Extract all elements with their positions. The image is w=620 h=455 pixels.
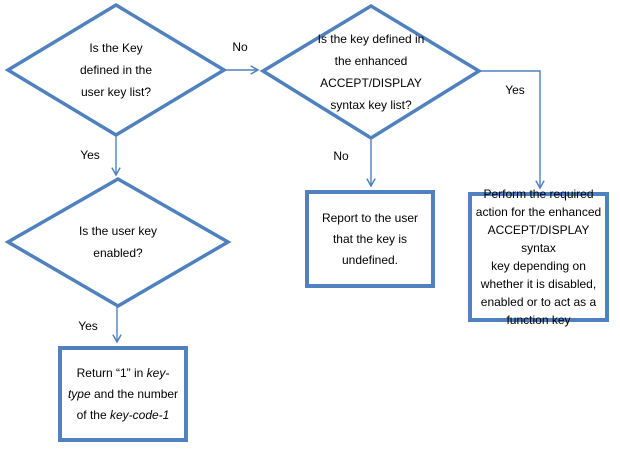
edge-label-yes-left: Yes	[80, 148, 100, 162]
process-report-undefined-box: Report to the user that the key is undef…	[305, 190, 435, 288]
decision-user-key-list	[4, 2, 228, 138]
connector-yes-to-perform-box	[479, 70, 545, 190]
edge-label-yes-bottom: Yes	[78, 319, 98, 333]
process-perform-action-box: Perform the required action for the enha…	[468, 187, 609, 327]
decision-enhanced-syntax-list-label: Is the key defined in the enhanced ACCEP…	[317, 32, 425, 112]
decision-enhanced-syntax-list	[259, 3, 483, 141]
decision-user-key-list-label: Is the Key defined in the user key list?	[79, 41, 153, 99]
decision-user-key-enabled	[4, 176, 232, 309]
decision-user-key-enabled-label: Is the user key enabled?	[78, 224, 158, 260]
edge-label-no-middle: No	[333, 149, 349, 163]
edge-label-no-top: No	[232, 40, 248, 54]
edge-label-yes-right: Yes	[505, 83, 525, 97]
process-return-key-type-box: Return “1” in key- type and the number o…	[58, 346, 188, 442]
